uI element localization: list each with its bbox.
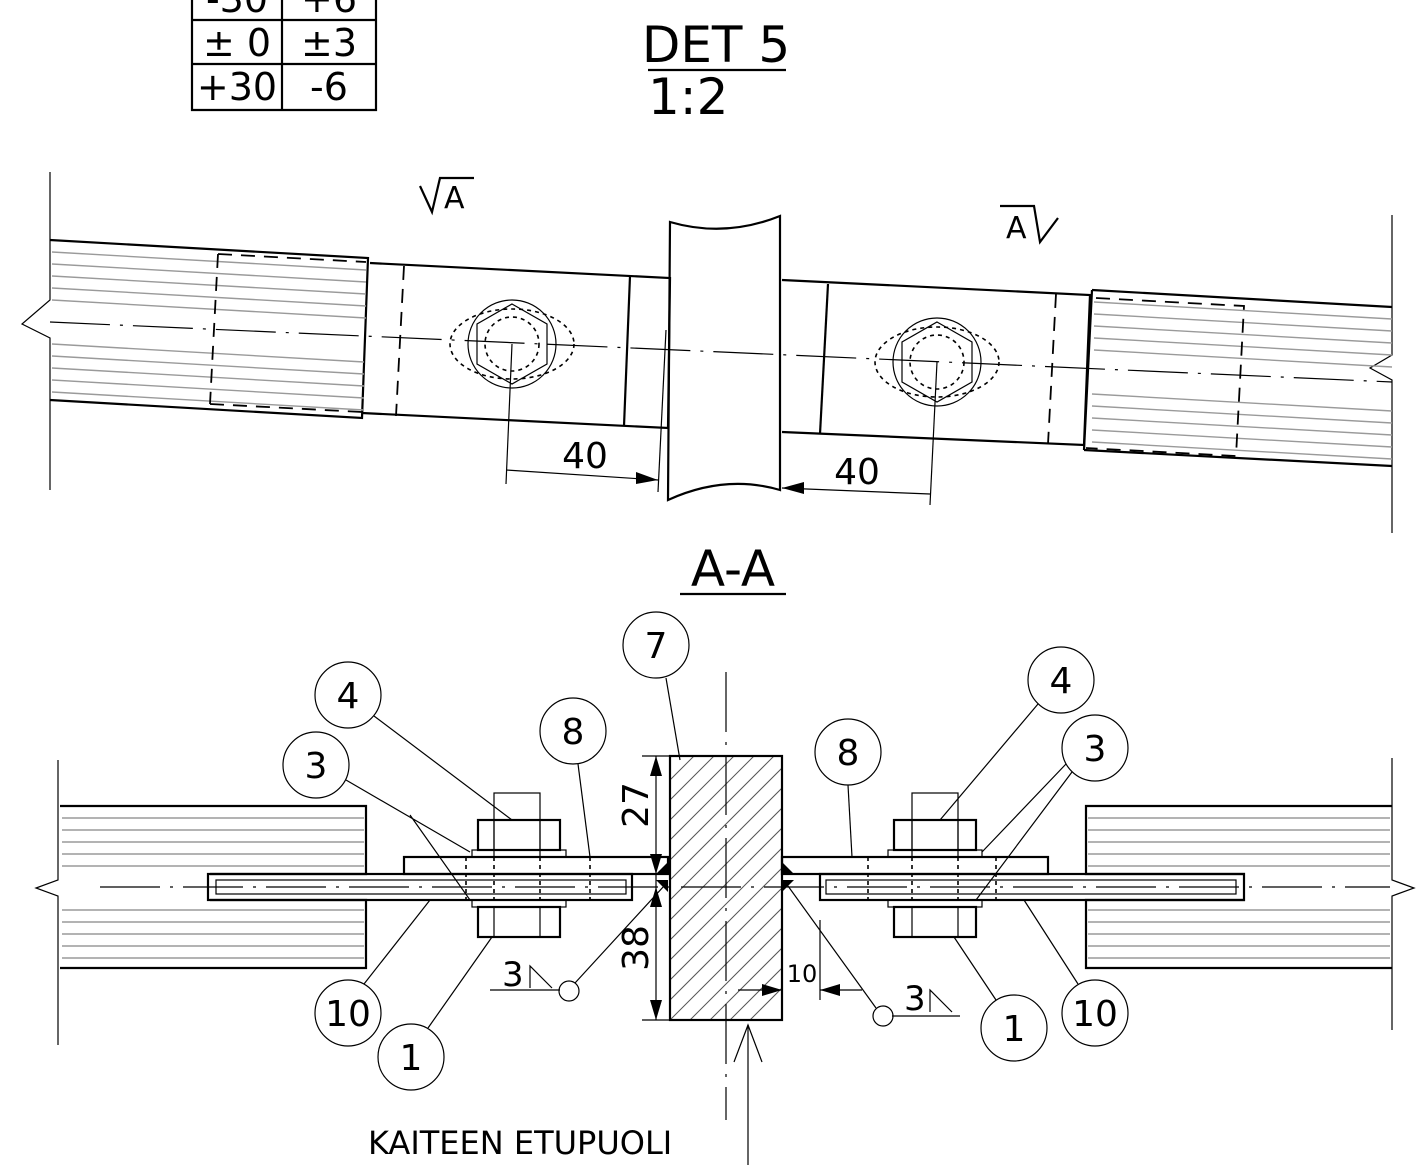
balloon-3-left-label: 3 (305, 746, 328, 787)
balloon-10-left: 10 (314, 899, 431, 1047)
balloon-1-left-label: 1 (400, 1038, 423, 1079)
balloon-4-left-label: 4 (337, 676, 360, 717)
section-title: A-A (680, 540, 786, 598)
balloon-3-right: 3 (975, 714, 1129, 901)
section-mark-right: A (1000, 204, 1059, 246)
balloon-1-right-label: 1 (1003, 1009, 1026, 1050)
dim-right: 40 (781, 361, 938, 506)
tol-row3-col1: +30 (197, 65, 277, 109)
tol-row2-col1: ± 0 (203, 21, 271, 65)
post-section (668, 754, 784, 1022)
balloon-10-left-label: 10 (325, 994, 371, 1035)
balloon-8-right: 8 (814, 718, 882, 858)
right-bolt (874, 317, 1000, 407)
weld-symbol-left: 3 (490, 885, 665, 1002)
plan-view: A A 40 40 (20, 172, 1393, 533)
balloon-8-left: 8 (539, 697, 607, 858)
section-mark-left-letter: A (444, 181, 465, 216)
section-mark-left: A (419, 176, 474, 216)
balloon-10-right-label: 10 (1072, 994, 1118, 1035)
section-title-text: A-A (691, 540, 775, 598)
dim-vertical: 27 38 (616, 755, 670, 1021)
balloon-7: 7 (622, 611, 690, 761)
balloon-8-left-label: 8 (562, 712, 585, 753)
weld-left-size: 3 (502, 955, 524, 995)
dim-top-value: 27 (616, 782, 657, 828)
dim-bottom-value: 38 (616, 925, 657, 971)
weld-right-size: 3 (904, 979, 926, 1019)
balloon-3-left: 3 (282, 731, 471, 901)
tol-row2-col2: ±3 (301, 21, 357, 65)
front-side-arrow: KAITEEN ETUPUOLI (368, 1023, 763, 1165)
detail-title: DET 5 1:2 (642, 16, 790, 126)
section-view: 27 38 10 3 3 (34, 611, 1416, 1165)
balloon-8-right-label: 8 (837, 733, 860, 774)
balloon-3-right-label: 3 (1084, 729, 1107, 770)
detail-scale: 1:2 (648, 68, 728, 126)
balloon-4-right-label: 4 (1050, 661, 1073, 702)
balloon-10-right: 10 (1023, 899, 1129, 1047)
balloon-7-label: 7 (645, 626, 668, 667)
dim-gap-value: 10 (787, 960, 818, 988)
left-bolt (449, 299, 575, 389)
tol-row3-col2: -6 (310, 65, 348, 109)
dim-left: 40 (505, 329, 667, 493)
tolerance-table: -30 +6 ± 0 ±3 +30 -6 (190, 0, 378, 112)
front-side-label: KAITEEN ETUPUOLI (368, 1124, 672, 1162)
detail-name: DET 5 (642, 16, 790, 74)
balloon-4-left: 4 (314, 661, 513, 821)
left-bolt-assembly (471, 792, 567, 939)
dim-right-value: 40 (834, 452, 880, 493)
dim-gap: 10 (738, 920, 862, 1000)
balloon-1-left: 1 (377, 936, 493, 1091)
balloon-1-right: 1 (953, 936, 1048, 1062)
right-bolt-assembly (887, 792, 983, 939)
weld-symbol-right: 3 (787, 885, 960, 1027)
balloon-4-right: 4 (939, 646, 1095, 821)
tol-row1-col2: +6 (301, 0, 357, 21)
left-rail-grain (51, 251, 367, 411)
dim-left-value: 40 (562, 436, 608, 477)
tol-row1-col1: -30 (206, 0, 268, 21)
center-post (666, 214, 782, 502)
section-mark-right-letter: A (1006, 211, 1027, 246)
